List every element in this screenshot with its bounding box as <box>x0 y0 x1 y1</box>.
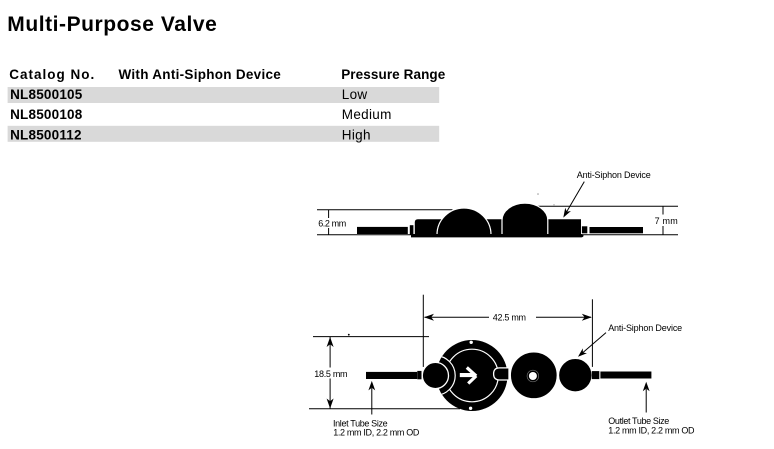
svg-text:Anti-Siphon Device: Anti-Siphon Device <box>577 170 651 180</box>
svg-text:1.2 mm ID, 2.2 mm OD: 1.2 mm ID, 2.2 mm OD <box>333 428 420 438</box>
svg-text:Low: Low <box>342 87 368 102</box>
svg-text:1.2 mm ID, 2.2 mm OD: 1.2 mm ID, 2.2 mm OD <box>608 426 695 436</box>
svg-text:Medium: Medium <box>342 107 392 122</box>
svg-text:Inlet Tube Size: Inlet Tube Size <box>333 418 388 428</box>
svg-text:With Anti-Siphon Device: With Anti-Siphon Device <box>119 67 282 82</box>
svg-text:Catalog No.: Catalog No. <box>9 67 95 82</box>
svg-text:Anti-Siphon Device: Anti-Siphon Device <box>608 323 682 333</box>
svg-text:Multi-Purpose Valve: Multi-Purpose Valve <box>7 13 217 36</box>
svg-text:7 mm: 7 mm <box>655 216 678 226</box>
svg-text:Pressure Range: Pressure Range <box>341 67 446 82</box>
svg-text:Outlet Tube Size: Outlet Tube Size <box>608 416 669 426</box>
svg-text:42.5 mm: 42.5 mm <box>493 313 526 323</box>
svg-text:High: High <box>342 127 371 142</box>
svg-text:6.2 mm: 6.2 mm <box>318 218 346 228</box>
svg-text:NL8500105: NL8500105 <box>10 87 83 102</box>
svg-text:NL8500108: NL8500108 <box>10 107 83 122</box>
svg-text:NL8500112: NL8500112 <box>10 127 82 142</box>
svg-text:18.5 mm: 18.5 mm <box>314 369 347 379</box>
